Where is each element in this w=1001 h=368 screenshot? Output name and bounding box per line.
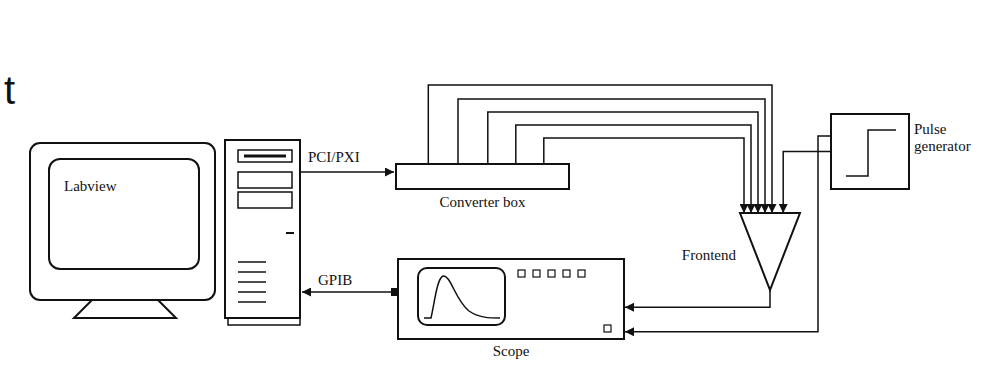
tower-base [228,318,300,325]
monitor-screen: Labview [48,158,200,270]
monitor-stand [74,300,176,318]
signal-wire [428,85,772,213]
node-label: Frontend [682,247,736,264]
drive-bay [238,172,292,188]
frontend-amplifier: Frontend [740,213,800,290]
computer-tower [225,140,300,318]
scope-screen [418,268,505,325]
cut-off-letter: t [4,68,15,112]
scope-input [604,325,611,332]
vent-lines [238,262,266,302]
gpib-link-arrow [302,291,392,293]
power-button [286,232,294,234]
signal-wire [625,136,830,332]
step-symbol [846,130,896,176]
converter-box: Converter box [395,163,570,190]
pulse-generator-box: Pulse generator [830,113,910,190]
scope-box: Scope [397,258,625,340]
signal-wire [783,152,830,214]
scope-buttons [518,270,585,277]
signal-wire [544,138,744,213]
signal-wire [516,125,751,213]
pci-link-arrow [301,171,394,173]
node-label: Converter box [439,194,525,211]
drive-bay [238,192,292,208]
node-label: Scope [493,343,530,360]
scope-trace [424,276,500,318]
monitor-frame [30,143,215,300]
node-label: Pulse generator [914,121,992,154]
drive-slot [238,150,292,162]
signal-wire [625,290,770,307]
bus-label: PCI/PXI [308,149,360,166]
amplifier-triangle [740,213,800,290]
drive-slot-opening [244,155,286,158]
bus-label: GPIB [318,272,352,289]
node-label: Labview [64,178,116,195]
